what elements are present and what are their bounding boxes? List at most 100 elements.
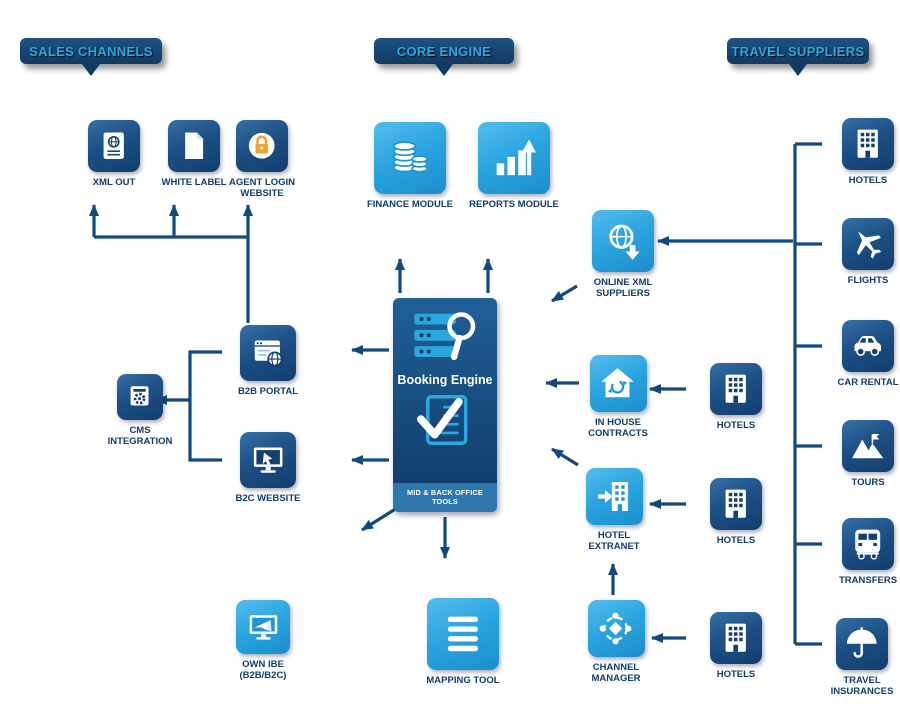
- node-label: HOTELS: [716, 420, 756, 431]
- document-icon: [185, 132, 204, 160]
- node-reports-module: REPORTS MODULE: [459, 122, 569, 210]
- booking-engine-node: Booking Engine MID & BACK OFFICE TOOLS: [393, 298, 497, 512]
- coin-stack-icon: [392, 141, 429, 173]
- monitor-plane-icon: [249, 614, 277, 640]
- hotels-tile: [842, 118, 894, 170]
- node-in-house-contracts: IN HOUSE CONTRACTS: [583, 355, 653, 440]
- browser-globe-icon: [254, 340, 283, 367]
- online-xml-suppliers-tile: [592, 210, 654, 272]
- mountains-icon: [852, 434, 884, 459]
- node-xml-out: XML OUT: [68, 120, 160, 188]
- node-label: CHANNEL MANAGER: [591, 662, 641, 685]
- house-sync-icon: [601, 368, 635, 398]
- node-label: TRANSFERS: [838, 575, 898, 586]
- car-icon: [854, 336, 882, 357]
- building-icon: [725, 374, 747, 404]
- reports-module-tile: [478, 122, 550, 194]
- own-ibe-tile: [236, 600, 290, 654]
- header-core-engine: CORE ENGINE: [374, 38, 514, 64]
- arrow-engine-diagonal: [361, 506, 398, 532]
- line-supplier-stubs: [795, 142, 822, 646]
- node-transfers: TRANSFERS: [822, 518, 900, 586]
- transfers-tile: [842, 518, 894, 570]
- node-b2c-website: B2C WEBSITE: [222, 432, 314, 504]
- hotel-extranet-tile: [585, 468, 643, 525]
- booking-engine-footer-label: MID & BACK OFFICE TOOLS: [393, 483, 497, 512]
- hotels-tile: [710, 478, 762, 530]
- node-hotels-channel: HOTELS: [690, 612, 782, 680]
- node-label: HOTELS: [716, 535, 756, 546]
- bar-chart-icon: [496, 139, 537, 176]
- node-label: XML OUT: [92, 177, 136, 188]
- node-label: HOTEL EXTRANET: [588, 530, 640, 553]
- node-label: FLIGHTS: [847, 275, 889, 286]
- list-icon: [447, 616, 479, 652]
- node-label: MAPPING TOOL: [426, 675, 500, 686]
- node-travel-insurances: TRAVEL INSURANCES: [822, 618, 900, 698]
- travel-insurances-tile: [836, 618, 888, 670]
- header-label: TRAVEL SUPPLIERS: [731, 43, 865, 59]
- node-label: B2C WEBSITE: [235, 493, 301, 504]
- xml-out-tile: [88, 120, 140, 172]
- network-hub-icon: [600, 612, 632, 645]
- header-travel-suppliers: TRAVEL SUPPLIERS: [727, 38, 869, 64]
- mapping-tool-tile: [427, 598, 499, 670]
- node-label: WHITE LABEL: [161, 177, 227, 188]
- car-rental-tile: [842, 320, 894, 372]
- node-label: B2B PORTAL: [238, 386, 298, 397]
- finance-module-tile: [374, 122, 446, 194]
- checklist-icon: [417, 395, 468, 445]
- agent-login-tile: [236, 120, 288, 172]
- hotels-tile: [710, 612, 762, 664]
- building-icon: [725, 489, 747, 519]
- node-online-xml-suppliers: ONLINE XML SUPPLIERS: [583, 210, 663, 300]
- tours-tile: [842, 420, 894, 472]
- node-label: AGENT LOGIN WEBSITE: [229, 177, 295, 200]
- cms-integration-tile: [117, 374, 163, 420]
- node-label: HOTELS: [716, 669, 756, 680]
- flights-tile: [842, 218, 894, 270]
- arrow-extranet-to-engine: [551, 447, 579, 467]
- node-channel-manager: CHANNEL MANAGER: [585, 600, 647, 685]
- channel-manager-tile: [587, 600, 645, 657]
- umbrella-icon: [847, 627, 877, 659]
- bracket-b2b-b2c: [188, 350, 222, 462]
- node-label: TOURS: [851, 477, 885, 488]
- gear-device-icon: [131, 386, 149, 406]
- header-label: CORE ENGINE: [396, 43, 492, 59]
- node-flights: FLIGHTS: [822, 218, 900, 286]
- node-label: CAR RENTAL: [837, 377, 899, 388]
- node-car-rental: CAR RENTAL: [822, 320, 900, 388]
- stamped-document-icon: [103, 132, 125, 160]
- header-sales-channels: SALES CHANNELS: [20, 38, 162, 64]
- globe-download-icon: [609, 224, 640, 260]
- building-icon: [857, 129, 879, 159]
- node-hotels: HOTELS: [822, 118, 900, 186]
- building-entry-icon: [598, 481, 629, 512]
- node-hotels-in-house: HOTELS: [690, 363, 782, 431]
- b2c-website-tile: [240, 432, 296, 488]
- booking-engine-title: Booking Engine: [397, 373, 493, 387]
- node-label: CMS INTEGRATION: [107, 425, 173, 448]
- hotels-tile: [710, 363, 762, 415]
- bus-icon: [855, 529, 881, 560]
- node-cms-integration: CMS INTEGRATION: [100, 374, 180, 448]
- node-label: ONLINE XML SUPPLIERS: [593, 277, 653, 300]
- node-agent-login: AGENT LOGIN WEBSITE: [222, 120, 302, 200]
- padlock-icon: [249, 133, 275, 159]
- node-mapping-tool: MAPPING TOOL: [408, 598, 518, 686]
- monitor-cursor-icon: [253, 447, 283, 473]
- airplane-icon: [857, 231, 882, 260]
- node-label: REPORTS MODULE: [469, 199, 559, 210]
- in-house-contracts-tile: [589, 355, 647, 412]
- node-label: HOTELS: [848, 175, 888, 186]
- node-label: OWN IBE (B2B/B2C): [239, 659, 287, 682]
- node-label: IN HOUSE CONTRACTS: [588, 417, 648, 440]
- building-icon: [725, 623, 747, 653]
- header-label: SALES CHANNELS: [29, 43, 153, 59]
- node-hotels-extranet: HOTELS: [690, 478, 782, 546]
- node-tours: TOURS: [822, 420, 900, 488]
- node-b2b-portal: B2B PORTAL: [222, 325, 314, 397]
- node-hotel-extranet: HOTEL EXTRANET: [583, 468, 645, 553]
